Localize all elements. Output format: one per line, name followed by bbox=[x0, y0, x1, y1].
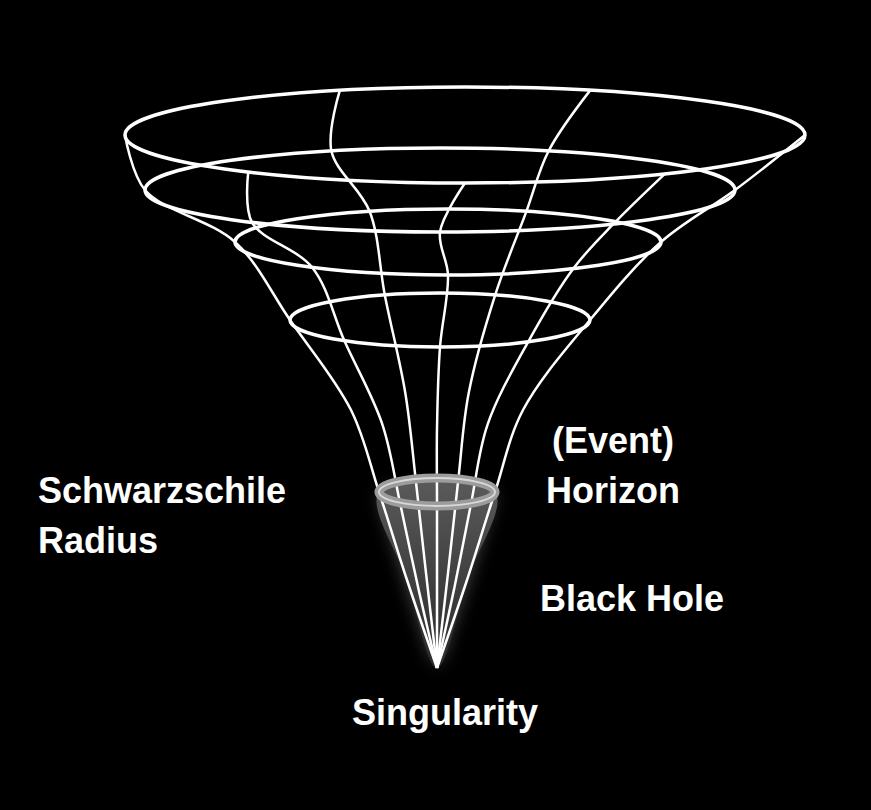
diagram-label: Schwarzschile Radius bbox=[38, 466, 338, 565]
diagram-label: (Event) Horizon bbox=[528, 416, 698, 515]
diagram-label: Black Hole bbox=[540, 574, 800, 624]
grid-meridian bbox=[125, 135, 437, 668]
grid-meridian bbox=[437, 135, 805, 668]
grid-meridian bbox=[437, 183, 465, 668]
horizon-ring-highlight bbox=[379, 478, 495, 506]
grid-meridian bbox=[331, 90, 437, 668]
horizon-ring bbox=[379, 478, 495, 506]
grid-ring bbox=[125, 87, 805, 183]
diagram-label: Singularity bbox=[300, 688, 590, 738]
